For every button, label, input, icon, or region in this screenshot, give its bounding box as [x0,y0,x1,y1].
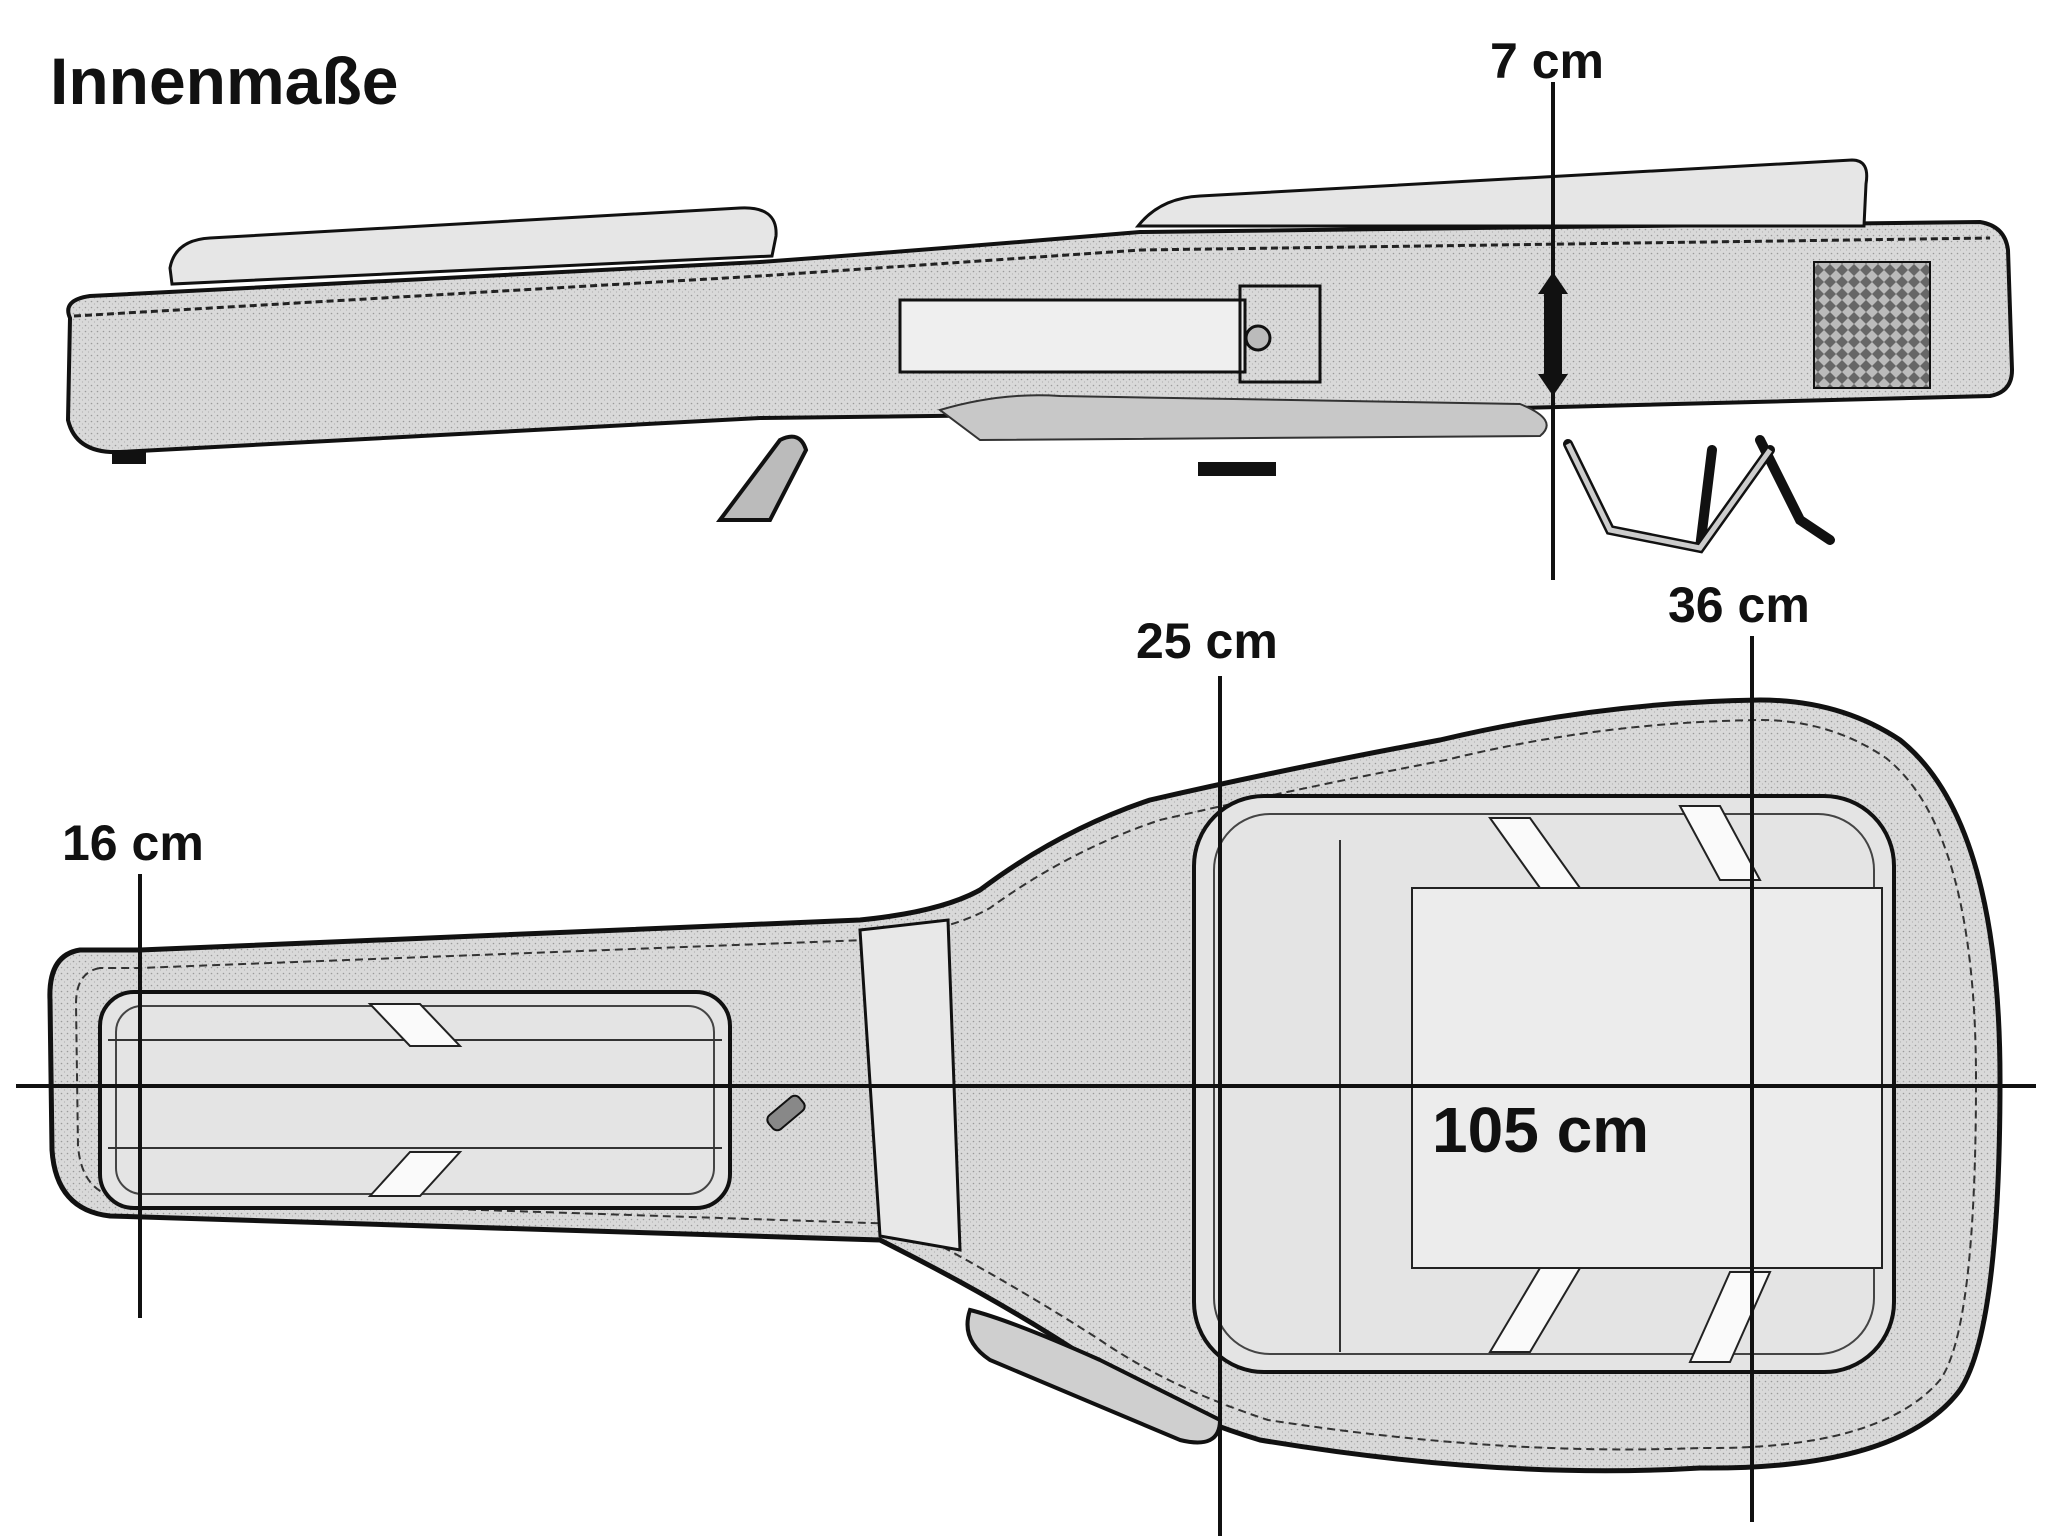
length-label: 105 cm [1432,1094,1650,1166]
front-head-pocket [98,990,732,1210]
front-side-handle [965,1307,1223,1445]
side-view-body-pocket [1134,158,1869,228]
side-mesh-vent [1813,261,1931,389]
depth-label: 7 cm [1490,33,1604,89]
side-handle-rivet [1244,324,1272,352]
side-view-bag [65,158,2015,554]
depth-arrow-up [1538,272,1568,294]
lower-bout-width-label: 36 cm [1668,577,1810,633]
side-lower-handle [716,434,809,522]
side-view-zipper [73,236,1991,318]
waist-width-label: 25 cm [1136,613,1278,669]
front-body-inner-panel [1411,887,1883,1269]
page-title: Innenmaße [50,44,399,118]
side-view-head-pocket [168,206,778,286]
measurement-lines [16,82,2036,1536]
side-handle-strap [898,298,1247,374]
depth-arrow-down [1538,374,1568,396]
side-bottom-mesh [937,394,1548,442]
upper-bout-width-label: 16 cm [62,815,204,871]
backpack-straps [1563,435,1835,554]
